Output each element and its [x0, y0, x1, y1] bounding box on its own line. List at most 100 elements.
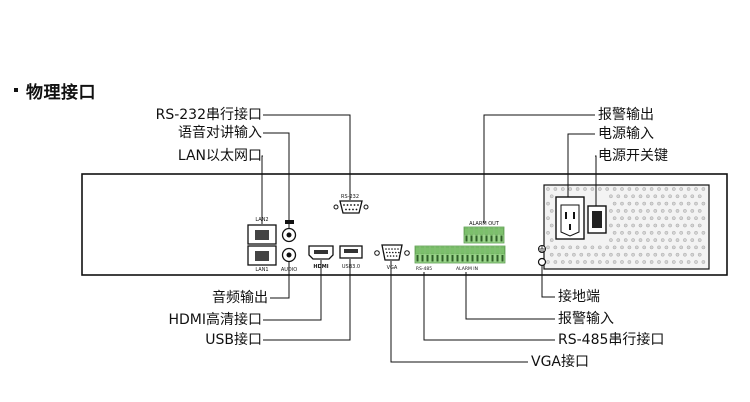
- vent-hole: [679, 187, 684, 191]
- vent-hole: [572, 252, 576, 257]
- vent-hole: [653, 252, 658, 257]
- leader-alarm-out: [483, 114, 595, 223]
- vent-hole: [668, 194, 672, 199]
- vent-hole: [568, 260, 573, 264]
- vent-hole: [627, 187, 632, 191]
- vga-pin: [389, 255, 392, 257]
- vent-hole: [579, 252, 584, 257]
- rs232-pin: [357, 204, 359, 206]
- vent-hole: [657, 260, 661, 264]
- label-power-switch: 电源开关键: [598, 148, 668, 164]
- vga-pin: [395, 255, 398, 257]
- vga-pin: [398, 255, 401, 257]
- vent-hole: [690, 209, 695, 213]
- vent-hole: [546, 201, 550, 206]
- rs232-pin: [352, 208, 354, 211]
- terminal-hole: [475, 235, 478, 242]
- vent-hole: [649, 230, 654, 235]
- terminal-hole: [421, 255, 424, 262]
- rs232-pin: [346, 204, 349, 206]
- vent-hole: [638, 223, 643, 228]
- alarm-out-label: ALARM OUT: [469, 221, 500, 227]
- leader-lines: [261, 114, 597, 363]
- terminal-hole: [426, 255, 429, 262]
- terminal-screw: [435, 246, 440, 255]
- vga-pin: [385, 248, 387, 250]
- leader-vga: [390, 261, 528, 363]
- vga-pin: [392, 255, 395, 257]
- vent-hole: [575, 245, 580, 250]
- vent-hole: [701, 187, 706, 191]
- vent-hole: [697, 252, 702, 257]
- power-socket-inner: [560, 204, 580, 237]
- vent-hole: [657, 187, 661, 191]
- vent-hole: [561, 245, 565, 250]
- vent-hole: [575, 260, 580, 264]
- terminal-screw: [470, 246, 475, 255]
- vent-hole: [631, 238, 635, 242]
- vent-hole: [616, 223, 621, 228]
- leader-audio-out: [270, 262, 290, 299]
- vent-hole: [594, 252, 598, 257]
- vent-hole: [605, 260, 610, 264]
- terminal-screw: [495, 246, 500, 255]
- label-usb: USB接口: [205, 332, 262, 348]
- terminal-hole: [500, 235, 503, 242]
- terminal-screw: [464, 227, 469, 235]
- vent-hole: [627, 230, 632, 235]
- vent-hole: [623, 252, 628, 257]
- rs232-pin: [345, 208, 347, 211]
- vent-hole: [546, 260, 550, 264]
- lan-ports: LAN2 LAN1: [247, 217, 277, 273]
- vent-hole: [660, 223, 665, 228]
- terminal-screw: [485, 246, 490, 255]
- vent-hole: [675, 223, 680, 228]
- vent-hole: [561, 187, 565, 191]
- vga-pin: [389, 251, 391, 254]
- terminal-hole: [490, 235, 493, 242]
- terminal-hole: [480, 235, 483, 242]
- vent-hole: [642, 230, 647, 235]
- terminal-blocks: ALARM OUT RS-485 ALARM IN: [414, 221, 506, 272]
- terminal-screw: [499, 227, 504, 235]
- terminal-hole: [461, 255, 464, 262]
- vent-hole: [601, 252, 606, 257]
- vga-pin: [392, 251, 394, 254]
- label-vga: VGA接口: [531, 354, 590, 370]
- vent-hole: [683, 223, 687, 228]
- vent-hole: [679, 216, 684, 220]
- audio-out-jack-core: [286, 252, 292, 258]
- vga-pin: [386, 251, 388, 254]
- terminal-screw: [450, 246, 455, 255]
- usb-tongue: [344, 249, 358, 253]
- vent-hole: [653, 209, 658, 213]
- vent-hole: [694, 216, 698, 220]
- vent-hole: [623, 194, 628, 199]
- vent-hole: [657, 230, 661, 235]
- vent-hole: [649, 260, 654, 264]
- terminal-screw: [445, 246, 450, 255]
- terminal-screw: [465, 246, 470, 255]
- vent-hole: [568, 245, 573, 250]
- vent-hole: [694, 187, 698, 191]
- vent-hole: [549, 209, 554, 213]
- vent-hole: [612, 260, 617, 264]
- vent-hole: [668, 223, 672, 228]
- vent-hole: [598, 187, 602, 191]
- vent-hole: [598, 245, 602, 250]
- vent-hole: [583, 187, 587, 191]
- vent-hole: [620, 187, 624, 191]
- label-rs232: RS-232串行接口: [155, 107, 262, 123]
- vent-hole: [675, 209, 680, 213]
- vent-hole: [642, 260, 647, 264]
- vent-hole: [623, 209, 628, 213]
- vent-hole: [590, 187, 595, 191]
- vga-pin: [395, 251, 397, 254]
- leader-audio-in: [263, 132, 290, 228]
- terminal-hole: [496, 255, 499, 262]
- vent-hole: [646, 238, 650, 242]
- vent-hole: [583, 245, 587, 250]
- vent-hole: [631, 194, 635, 199]
- vent-hole: [553, 260, 558, 264]
